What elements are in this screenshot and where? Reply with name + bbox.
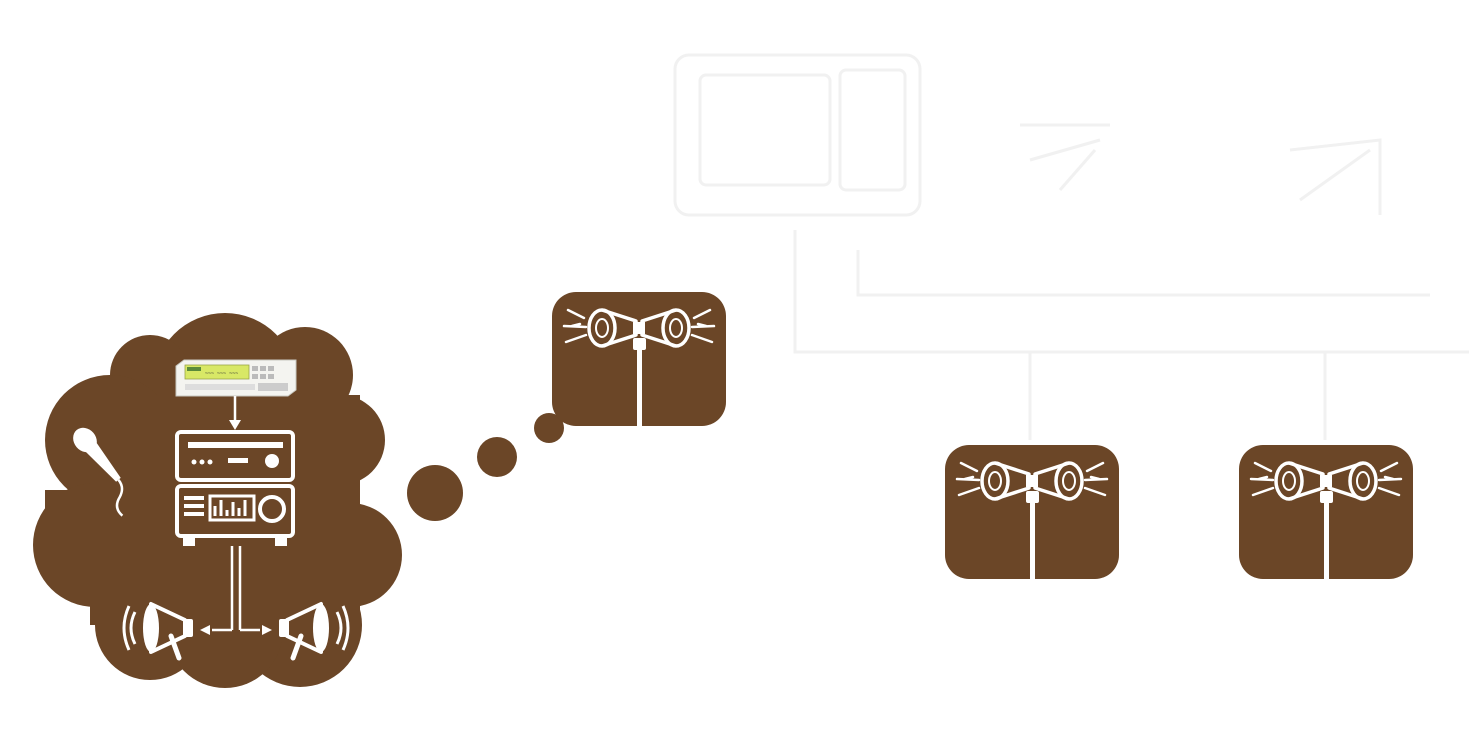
dual-horn-speaker-pole-icon	[552, 292, 726, 428]
svg-text:~~~ ~~~ ~~~: ~~~ ~~~ ~~~	[205, 371, 238, 377]
pa-system-cloud: ~~~ ~~~ ~~~	[33, 313, 402, 688]
speaker-box-near	[552, 292, 726, 428]
dual-horn-speaker-pole-icon	[1239, 445, 1413, 581]
connector-bubbles	[407, 413, 564, 521]
connector-bubble	[407, 465, 463, 521]
controller-unit-icon: ~~~ ~~~ ~~~	[175, 359, 297, 397]
cd-player-icon	[175, 430, 295, 482]
dual-horn-speaker-pole-icon	[945, 445, 1119, 581]
cloud-shape	[33, 313, 402, 688]
amplifier-icon	[175, 484, 295, 546]
connector-bubble	[534, 413, 564, 443]
signal-waves-icon	[1020, 123, 1110, 191]
connector-bubble	[477, 437, 517, 477]
broadcast-icon	[1289, 138, 1382, 215]
microphone-icon	[73, 427, 124, 517]
speaker-box-right	[1239, 445, 1413, 581]
faint-background-network	[673, 53, 1469, 440]
devices-icon	[673, 53, 922, 217]
speaker-box-mid	[945, 445, 1119, 581]
